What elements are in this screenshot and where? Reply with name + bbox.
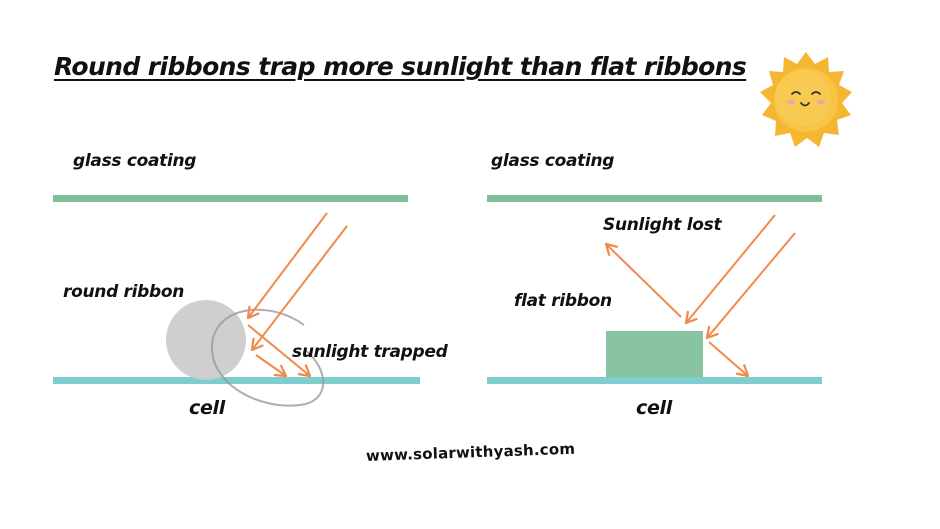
smiling-sun-icon (760, 52, 852, 147)
left-trapped-ray-2 (255, 354, 288, 378)
flat-ribbon (606, 331, 703, 377)
right-glass-coating (487, 195, 822, 202)
left-glass-label: glass coating (73, 151, 197, 171)
right-side-ray (708, 341, 750, 378)
right-lost-ray (604, 242, 682, 318)
sunlight-trapped-label: sunlight trapped (292, 342, 448, 362)
round-ribbon-label: round ribbon (63, 282, 185, 302)
flat-ribbon-label: flat ribbon (514, 291, 612, 311)
right-cell-label: cell (636, 397, 672, 419)
diagram-title: Round ribbons trap more sunlight than fl… (54, 52, 747, 81)
left-glass-coating (53, 195, 408, 202)
right-glass-label: glass coating (491, 151, 615, 171)
left-trapped-ray-1 (247, 324, 312, 378)
right-incoming-ray-1 (684, 214, 776, 325)
left-cell-label: cell (189, 397, 225, 419)
right-cell (487, 377, 822, 384)
round-ribbon (166, 300, 246, 380)
right-incoming-ray-2 (705, 232, 796, 340)
sunlight-lost-label: Sunlight lost (603, 215, 722, 235)
left-cell (53, 377, 420, 384)
left-incoming-ray-2 (250, 225, 348, 352)
left-incoming-ray-1 (246, 212, 328, 320)
